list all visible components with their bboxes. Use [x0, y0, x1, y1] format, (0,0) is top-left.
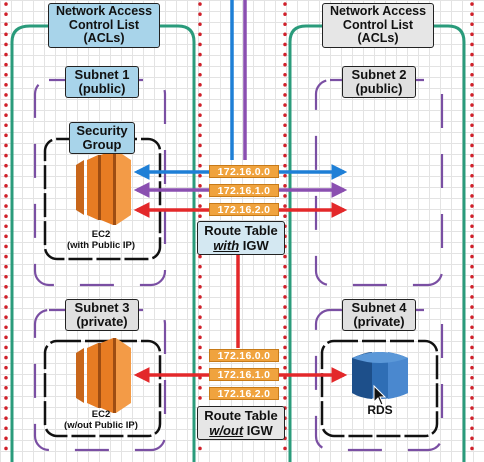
route-tag-noigw-2: 172.16.2.0: [209, 387, 279, 400]
subnet-2-label: Subnet 2 (public): [342, 66, 416, 98]
route-tag-noigw-1: 172.16.1.0: [209, 368, 279, 381]
vpc-left-boundary: [10, 24, 196, 462]
vpc-right-boundary: [288, 24, 466, 462]
subnet-2-boundary: [314, 78, 444, 287]
ec2-public-icon: [76, 150, 131, 225]
ec2-private-caption: EC2 (w/out Public IP): [64, 409, 138, 431]
acl-label-left: Network Access Control List (ACLs): [48, 3, 160, 48]
subnet-4-label: Subnet 4 (private): [342, 299, 416, 331]
mouse-cursor-icon: [373, 384, 387, 406]
route-tag-igw-1: 172.16.1.0: [209, 184, 279, 197]
subnet-3-boundary: [33, 308, 167, 452]
route-tag-igw-2: 172.16.2.0: [209, 203, 279, 216]
rds-caption: RDS: [367, 403, 393, 417]
rds-icon: [352, 352, 408, 399]
ec2-public-caption: EC2 (with Public IP): [66, 229, 136, 251]
subnet-1-label: Subnet 1 (public): [65, 66, 139, 98]
route-table-without-igw-label: Route Table w/out IGW: [197, 406, 285, 440]
ec2-private-icon: [76, 338, 131, 413]
route-table-with-igw-label: Route Table with IGW: [197, 221, 285, 255]
acl-label-right: Network Access Control List (ACLs): [322, 3, 434, 48]
security-group-label: Security Group: [69, 122, 135, 154]
subnet-3-label: Subnet 3 (private): [65, 299, 139, 331]
route-tag-igw-0: 172.16.0.0: [209, 165, 279, 178]
route-tag-noigw-0: 172.16.0.0: [209, 349, 279, 362]
security-group-boundary-4: [320, 339, 439, 438]
security-group-boundary-3: [43, 339, 162, 438]
